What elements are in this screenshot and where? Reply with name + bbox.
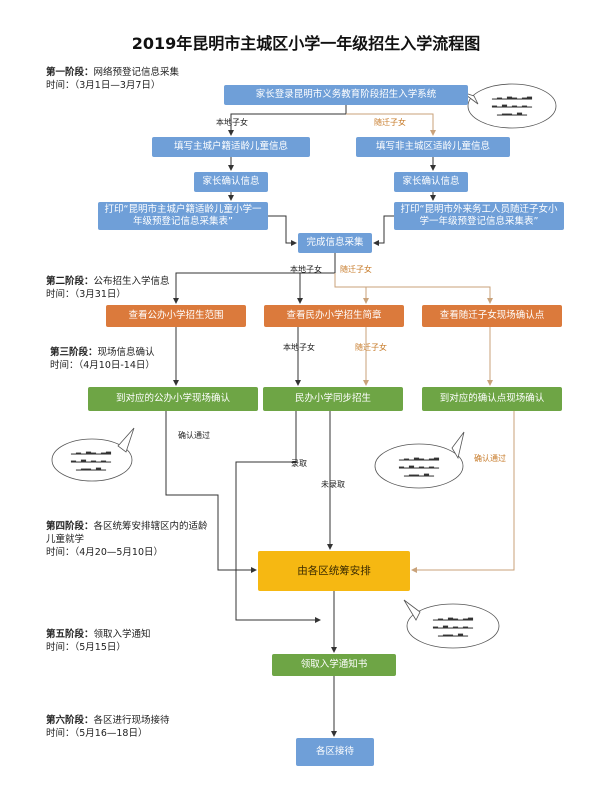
note-bubble-3: ▁▂▁▃▂▁▂▃▂▁▃▁▂▁▂▁▁▂▂▁▃▁ xyxy=(399,453,439,477)
edge-label-local-3: 本地子女 xyxy=(283,343,315,352)
edge-label-confirmed-1: 确认通过 xyxy=(178,431,210,440)
note-bubble-3-shape xyxy=(374,443,464,489)
stage-3-text: 现场信息确认 xyxy=(97,347,155,358)
note-bubble-2-shape-tail xyxy=(117,427,135,453)
reception-node: 各区接待 xyxy=(296,738,374,766)
stage-6: 第六阶段：各区进行现场接待 时间：（5月16—18日） xyxy=(46,714,216,740)
edge-point-confirmed-to-arrange xyxy=(411,411,515,573)
stage-2-label: 第二阶段： xyxy=(46,276,94,287)
edge-print-local-to-complete xyxy=(268,215,297,246)
complete-node: 完成信息采集 xyxy=(298,233,372,253)
private-sync-node: 民办小学同步招生 xyxy=(263,387,403,411)
public-confirm-node: 到对应的公办小学现场确认 xyxy=(88,387,258,411)
confirm-local-node: 家长确认信息 xyxy=(194,172,268,192)
note-bubble-2-shape xyxy=(51,438,133,482)
arrange-node: 由各区统筹安排 xyxy=(258,551,410,591)
edge-complete-to-public xyxy=(173,272,335,304)
edge-public-confirmed-to-arrange xyxy=(165,411,257,573)
point-confirm-node: 到对应的确认点现场确认 xyxy=(422,387,562,411)
stage-2-time: 时间：（3月31日） xyxy=(46,289,126,300)
page-title: 2019年昆明市主城区小学一年级招生入学流程图 xyxy=(131,34,481,53)
edge-label-confirmed-2: 确认通过 xyxy=(474,454,506,463)
stage-6-text: 各区进行现场接待 xyxy=(93,715,170,726)
stage-4-text: 各区统筹安排辖区内的适龄儿童就学 xyxy=(46,521,208,545)
edge-label-admitted: 录取 xyxy=(291,459,307,468)
edge-label-local-2: 本地子女 xyxy=(290,265,322,274)
print-migrant-node: 打印“昆明市外来务工人员随迁子女小学一年级预登记信息采集表” xyxy=(394,202,564,230)
stage-2: 第二阶段：公布招生入学信息 时间：（3月31日） xyxy=(46,275,216,301)
note-bubble-1-shape xyxy=(467,83,557,129)
note-bubble-1: ▁▂▁▃▂▁▂▃▂▁▃▁▂▁▂▁▁▂▂▁▃▁ xyxy=(492,92,532,116)
migrant-points-node: 查看随迁子女现场确认点 xyxy=(422,305,562,327)
stage-3-time: 时间：（4月10日-14日） xyxy=(50,360,155,371)
edge-label-local-1: 本地子女 xyxy=(216,118,248,127)
edge-login-to-fill-migrant xyxy=(346,113,436,136)
stage-3: 第三阶段：现场信息确认 时间：（4月10日-14日） xyxy=(50,346,200,372)
note-bubble-3-shape-tail xyxy=(451,431,465,460)
stage-5: 第五阶段：领取入学通知 时间：（5月15日） xyxy=(46,628,216,654)
fill-local-node: 填写主城户籍适龄儿童信息 xyxy=(152,137,310,157)
stage-1-label: 第一阶段： xyxy=(46,67,94,78)
stage-4-time: 时间：（4月20—5月10日） xyxy=(46,547,164,558)
confirm-migrant-node: 家长确认信息 xyxy=(394,172,468,192)
edge-login-to-fill-local xyxy=(228,105,347,136)
login-node: 家长登录昆明市义务教育阶段招生入学系统 xyxy=(224,85,468,105)
print-local-node: 打印“昆明市主城户籍适龄儿童小学一年级预登记信息采集表” xyxy=(98,202,268,230)
note-bubble-4-shape xyxy=(406,603,500,649)
stage-4-label: 第四阶段： xyxy=(46,521,94,532)
stage-1-text: 网络预登记信息采集 xyxy=(93,67,180,78)
edge-complete-to-points xyxy=(366,286,493,304)
edge-label-migrant-1: 随迁子女 xyxy=(374,118,406,127)
stage-5-label: 第五阶段： xyxy=(46,629,94,640)
stage-2-text: 公布招生入学信息 xyxy=(93,276,170,287)
stage-6-time: 时间：（5月16—18日） xyxy=(46,728,148,739)
stage-5-time: 时间：（5月15日） xyxy=(46,642,126,653)
note-bubble-2: ▁▂▁▃▂▁▂▃▂▁▃▁▂▁▂▁▁▂▂▁▃▁ xyxy=(71,447,111,471)
fill-migrant-node: 填写非主城区适龄儿童信息 xyxy=(356,137,510,157)
stage-1: 第一阶段：网络预登记信息采集 时间：（3月1日—3月7日） xyxy=(46,66,216,92)
edge-label-migrant-3: 随迁子女 xyxy=(355,343,387,352)
stage-1-time: 时间：（3月1日—3月7日） xyxy=(46,80,161,91)
edge-label-not-admitted: 未录取 xyxy=(321,480,345,489)
notice-node: 领取入学通知书 xyxy=(272,654,396,676)
edge-private-admitted-to-notice xyxy=(235,411,321,623)
note-bubble-4: ▁▂▁▃▂▁▂▃▂▁▃▁▂▁▂▁▁▂▂▁▃▁ xyxy=(433,613,473,637)
stage-3-label: 第三阶段： xyxy=(50,347,98,358)
public-scope-node: 查看公办小学招生范围 xyxy=(106,305,246,327)
edge-print-migrant-to-complete xyxy=(373,215,394,246)
note-bubble-4-shape-tail xyxy=(403,599,421,621)
edge-complete-to-private-migrant xyxy=(334,273,369,304)
stage-6-label: 第六阶段： xyxy=(46,715,94,726)
private-brief-node: 查看民办小学招生简章 xyxy=(264,305,404,327)
stage-5-text: 领取入学通知 xyxy=(93,629,151,640)
edge-label-migrant-2: 随迁子女 xyxy=(340,265,372,274)
stage-4: 第四阶段：各区统筹安排辖区内的适龄儿童就学 时间：（4月20—5月10日） xyxy=(46,520,216,559)
